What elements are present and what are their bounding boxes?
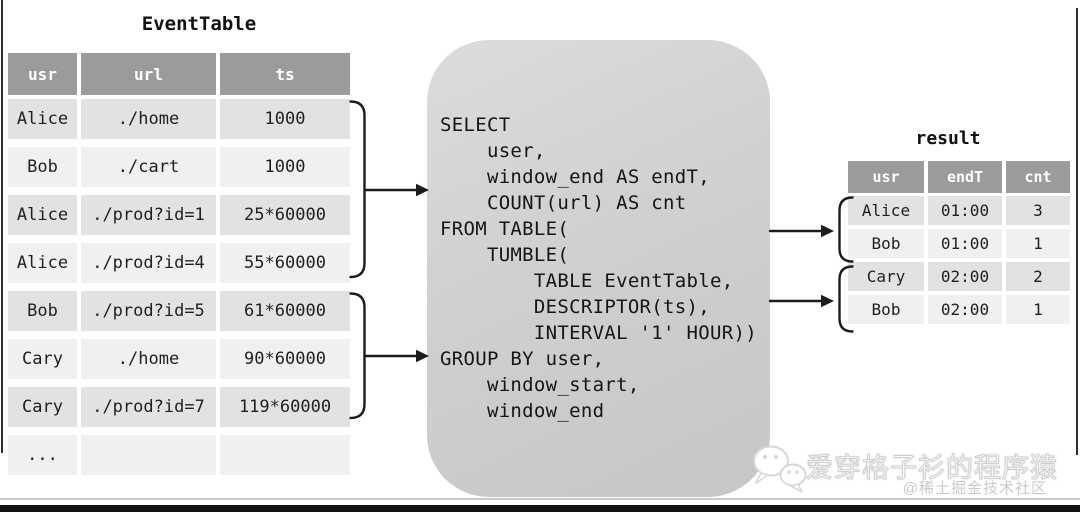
table-cell: 2 — [1006, 262, 1070, 291]
sql-code: SELECT user, window_end AS endT, COUNT(u… — [440, 114, 757, 422]
column-header: usr — [8, 53, 77, 95]
table-cell: Cary — [8, 387, 77, 427]
table-cell: 119*60000 — [220, 387, 350, 427]
table-cell: ./prod?id=4 — [81, 243, 216, 283]
result-group2-arrowhead — [821, 294, 834, 308]
table-cell: Bob — [848, 295, 924, 324]
table-cell: Cary — [848, 262, 924, 291]
column-header: endT — [928, 161, 1002, 193]
table-cell: 1000 — [220, 147, 350, 187]
table-cell: ./prod?id=1 — [81, 195, 216, 235]
event-group1-bracket — [349, 100, 366, 279]
table-cell: 61*60000 — [220, 291, 350, 331]
frame-left-edge — [1, 0, 3, 453]
table-cell: 02:00 — [928, 262, 1002, 291]
table-cell: Bob — [848, 229, 924, 258]
wechat-bubbles-icon — [753, 445, 807, 493]
table-cell: ./home — [81, 339, 216, 379]
table-cell: 1 — [1006, 229, 1070, 258]
table-cell: ./home — [81, 99, 216, 139]
table-cell: Alice — [848, 196, 924, 225]
column-header: usr — [848, 161, 924, 193]
table-cell: Alice — [8, 99, 77, 139]
column-header: url — [81, 53, 216, 95]
table-cell: Bob — [8, 147, 77, 187]
table-cell: 55*60000 — [220, 243, 350, 283]
watermark-text: 爱穿格子衫的程序猿 — [806, 453, 1058, 484]
table-cell — [81, 435, 216, 475]
table-cell: Cary — [8, 339, 77, 379]
result-group1-arrowhead — [821, 224, 834, 238]
frame-bottom-gray-line — [0, 498, 1080, 500]
table-cell: ./prod?id=7 — [81, 387, 216, 427]
table-cell: Alice — [8, 243, 77, 283]
table-cell — [220, 435, 350, 475]
event-group2-bracket — [349, 292, 366, 420]
table-cell: ./cart — [81, 147, 216, 187]
frame-right-edge — [1076, 8, 1078, 455]
table-cell: Alice — [8, 195, 77, 235]
column-header: cnt — [1006, 161, 1070, 193]
frame-bottom-black-bar — [0, 505, 1080, 512]
table-cell: ./prod?id=5 — [81, 291, 216, 331]
table-cell: 3 — [1006, 196, 1070, 225]
table-cell: 1 — [1006, 295, 1070, 324]
table-cell: 90*60000 — [220, 339, 350, 379]
event-table-title: EventTable — [141, 13, 257, 35]
table-cell: 02:00 — [928, 295, 1002, 324]
table-cell: 01:00 — [928, 196, 1002, 225]
result-table-title: result — [915, 128, 981, 149]
table-cell: 1000 — [220, 99, 350, 139]
table-cell: 25*60000 — [220, 195, 350, 235]
column-header: ts — [220, 53, 350, 95]
table-cell: 01:00 — [928, 229, 1002, 258]
table-cell: Bob — [8, 291, 77, 331]
sql-code-box: SELECT user, window_end AS endT, COUNT(u… — [427, 40, 770, 497]
table-cell: ... — [8, 435, 77, 475]
table-row: ... — [8, 435, 350, 475]
watermark-subtext: @稀土掘金技术社区 — [902, 480, 1047, 497]
